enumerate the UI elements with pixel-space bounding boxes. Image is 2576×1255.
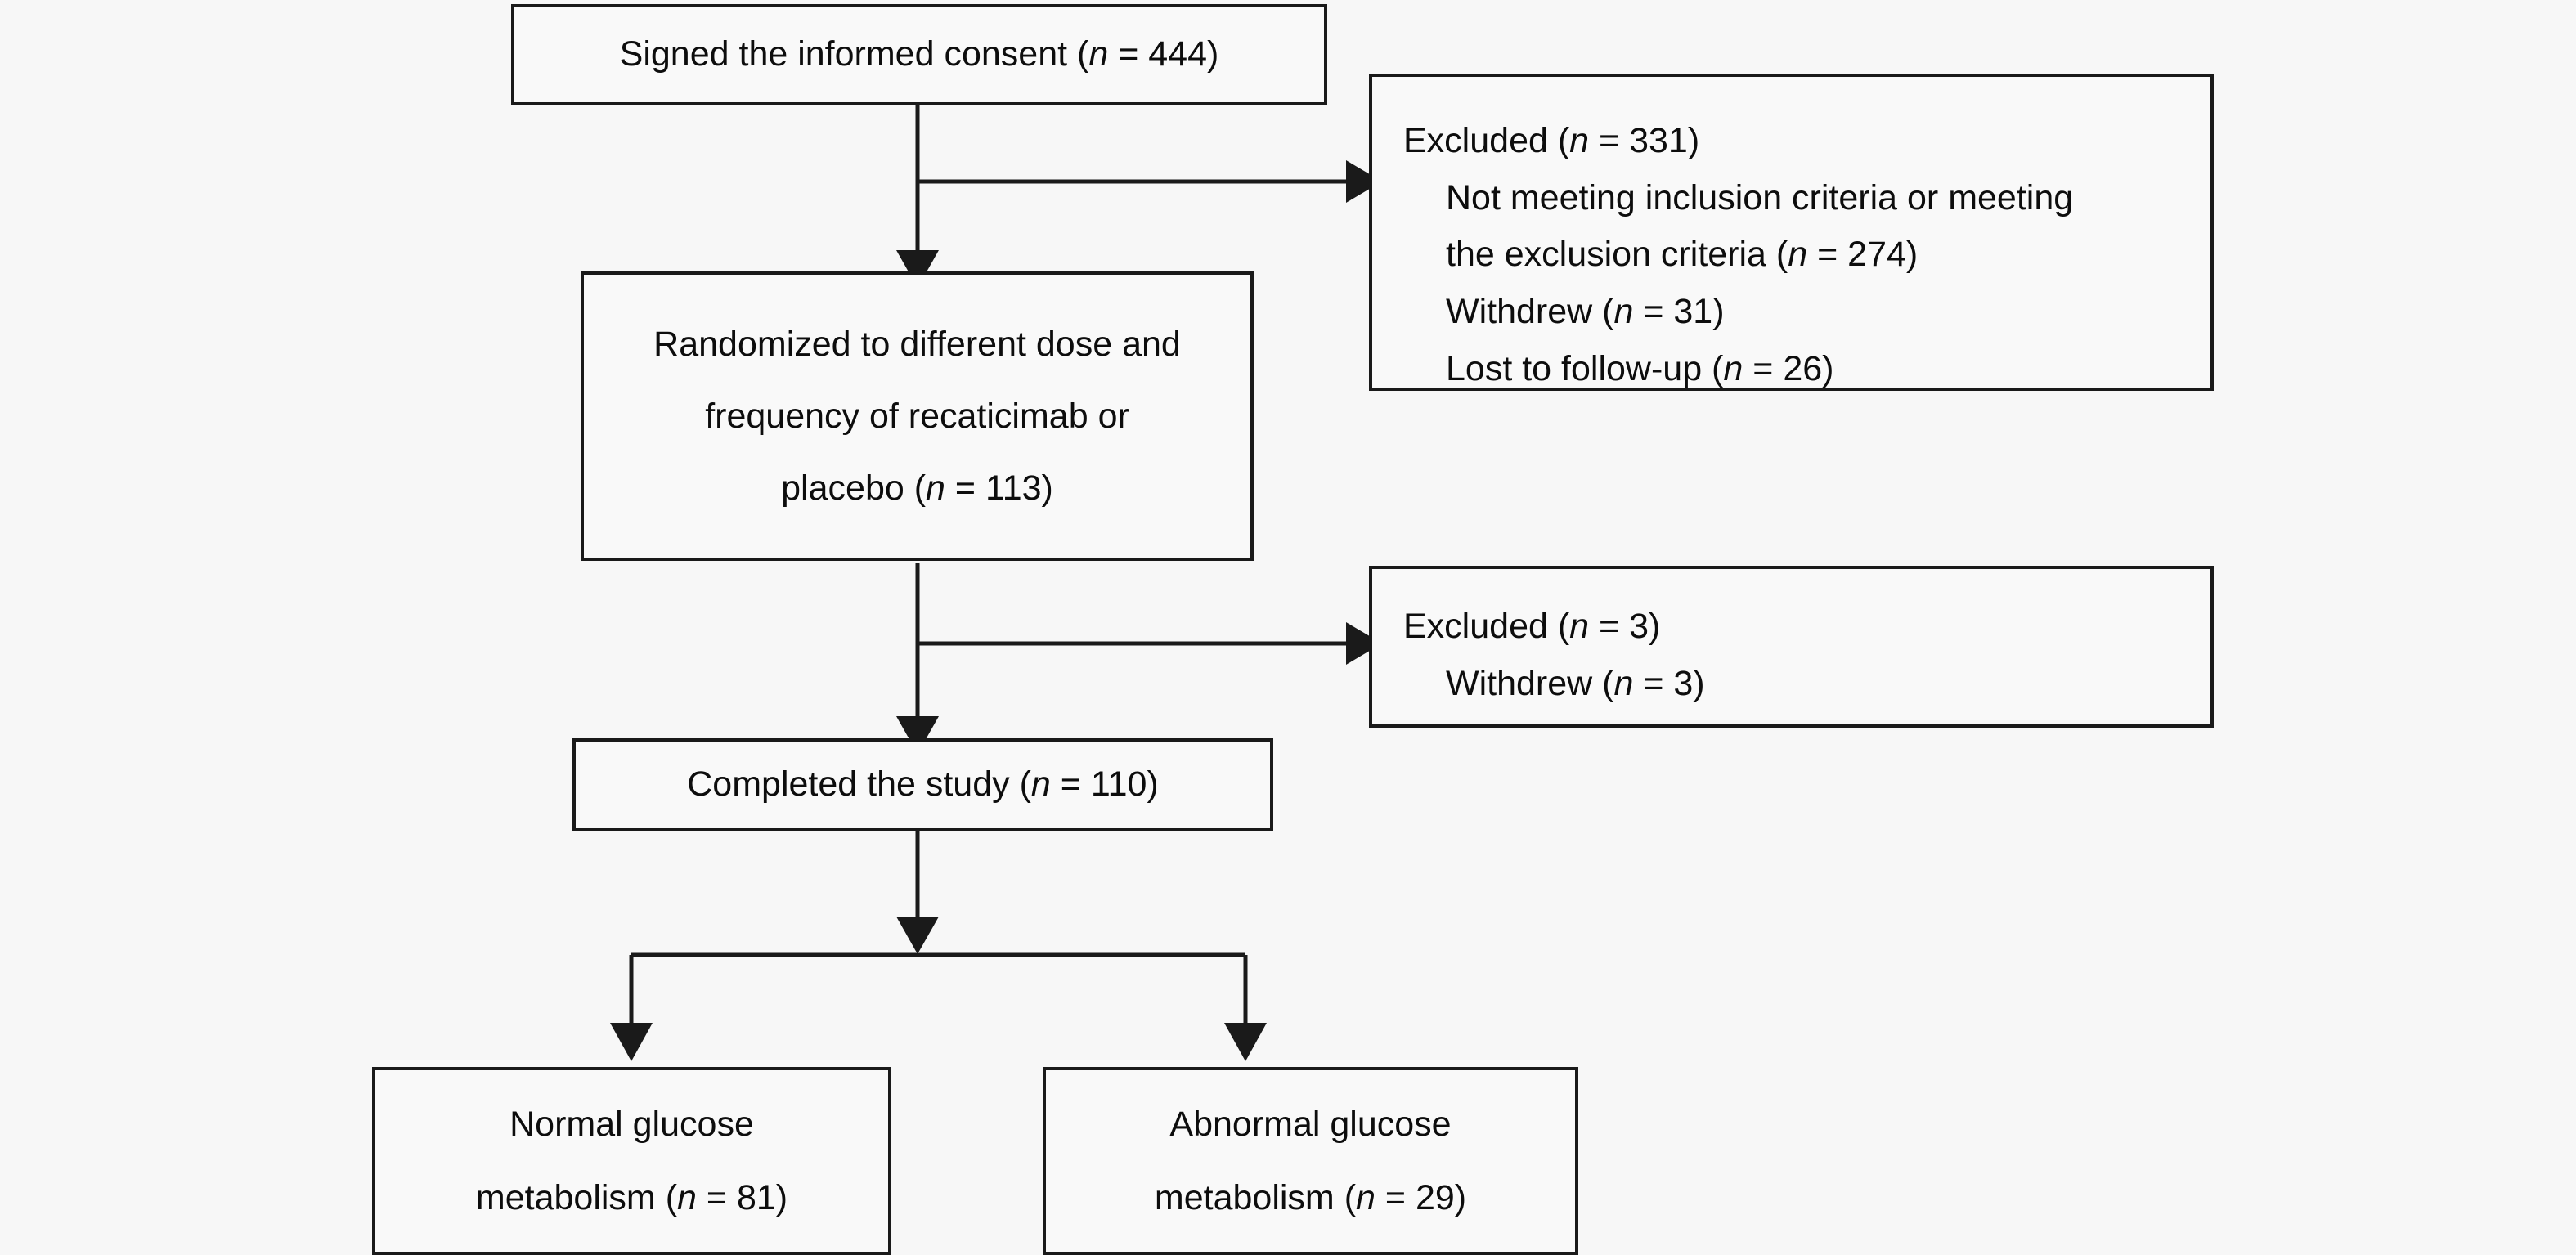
normal-line2-before: metabolism ( [475,1178,678,1217]
excluded1-item1-line1: Not meeting inclusion criteria or meetin… [1446,177,2074,217]
completed-study-text: Completed the study (n = 110) [687,756,1158,814]
completed-text-after: = 110) [1050,764,1159,805]
randomized-line3-after: = 113) [945,468,1053,509]
excluded1-item2-after: = 31) [1633,291,1725,331]
excluded2-item1-before: Withdrew ( [1446,663,1614,703]
abnormal-line-1: Abnormal glucose [1169,1104,1452,1144]
excluded1-item1-italic-n: n [1788,235,1808,275]
consent-italic-n: n [1088,34,1109,74]
excluded1-header: Excluded (n = 331) [1403,113,1699,170]
excluded2-header-before: Excluded ( [1403,607,1570,646]
randomized-italic-n: n [926,468,945,509]
excluded2-header-after: = 3) [1589,607,1661,646]
excluded1-header-after: = 331) [1589,121,1700,160]
randomized-line-2: frequency of recaticimab or [705,396,1129,436]
excluded1-header-before: Excluded ( [1403,121,1570,160]
completed-italic-n: n [1030,764,1051,805]
consent-text-after: = 444) [1108,34,1219,74]
excluded2-item1-after: = 3) [1633,663,1705,703]
excluded1-item1-line2: the exclusion criteria (n = 274) [1403,226,1918,284]
excluded1-item3-before: Lost to follow-up ( [1446,348,1724,388]
randomized-line-3: placebo (n = 113) [781,452,1053,524]
node-excluded-during-study: Excluded (n = 3) Withdrew (n = 3) [1369,566,2214,728]
normal-italic-n: n [677,1178,697,1217]
excluded1-item3-italic-n: n [1723,348,1744,388]
excluded2-header: Excluded (n = 3) [1403,598,1660,656]
abnormal-line2-before: metabolism ( [1154,1178,1357,1217]
excluded1-item3-after: = 26) [1743,348,1834,388]
excluded2-item1: Withdrew (n = 3) [1403,656,1705,713]
excluded1-item2: Withdrew (n = 31) [1403,284,1725,341]
excluded1-item2-before: Withdrew ( [1446,291,1614,331]
excluded2-header-italic-n: n [1569,607,1590,646]
node-completed-study: Completed the study (n = 110) [572,738,1273,831]
normal-line-1: Normal glucose [509,1104,754,1144]
abnormal-italic-n: n [1356,1178,1376,1217]
node-signed-consent-text: Signed the informed consent (n = 444) [620,26,1219,83]
excluded1-item1-line2-before: the exclusion criteria ( [1446,235,1788,275]
node-normal-glucose-metabolism: Normal glucose metabolism (n = 81) [372,1067,891,1255]
excluded1-header-italic-n: n [1569,121,1590,160]
arrow-head-normal [610,1023,653,1061]
arrow-head-abnormal [1224,1023,1267,1061]
randomized-line3-before: placebo ( [781,468,927,509]
completed-text-before: Completed the study ( [687,764,1031,805]
node-signed-consent: Signed the informed consent (n = 444) [511,4,1327,105]
normal-line2-after: = 81) [696,1178,788,1217]
node-excluded-screening: Excluded (n = 331) Not meeting inclusion… [1369,74,2214,391]
abnormal-line-2: metabolism (n = 29) [1155,1161,1466,1235]
excluded1-item3: Lost to follow-up (n = 26) [1403,341,1833,398]
arrow-head-split [896,917,939,954]
excluded2-item1-italic-n: n [1613,663,1634,703]
node-abnormal-glucose-metabolism: Abnormal glucose metabolism (n = 29) [1043,1067,1578,1255]
consent-text-before: Signed the informed consent ( [619,34,1089,74]
abnormal-line2-after: = 29) [1375,1178,1467,1217]
normal-line-2: metabolism (n = 81) [476,1161,788,1235]
excluded1-item1-line2-after: = 274) [1807,235,1919,275]
node-randomized: Randomized to different dose and frequen… [581,271,1254,561]
randomized-line-1: Randomized to different dose and [653,324,1181,364]
excluded1-item2-italic-n: n [1613,291,1634,331]
